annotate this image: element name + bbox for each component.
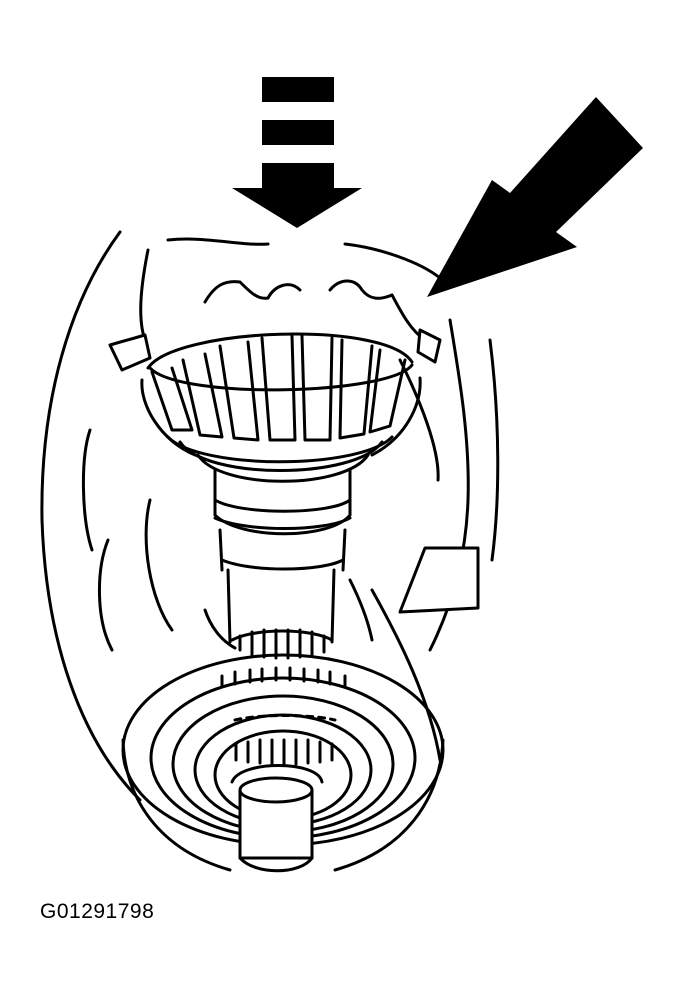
tapered-roller-bearing — [140, 332, 422, 483]
shaft-end — [230, 764, 324, 873]
gear-teeth — [108, 279, 442, 372]
figure-code: G01291798 — [40, 900, 155, 923]
output-shaft — [213, 468, 352, 644]
bearing-rollers — [150, 334, 407, 442]
housing-outline — [40, 230, 500, 802]
press-direction-arrow-icon — [232, 77, 362, 228]
shaft-splines — [230, 628, 334, 660]
pointer-arrow-icon — [427, 97, 643, 297]
